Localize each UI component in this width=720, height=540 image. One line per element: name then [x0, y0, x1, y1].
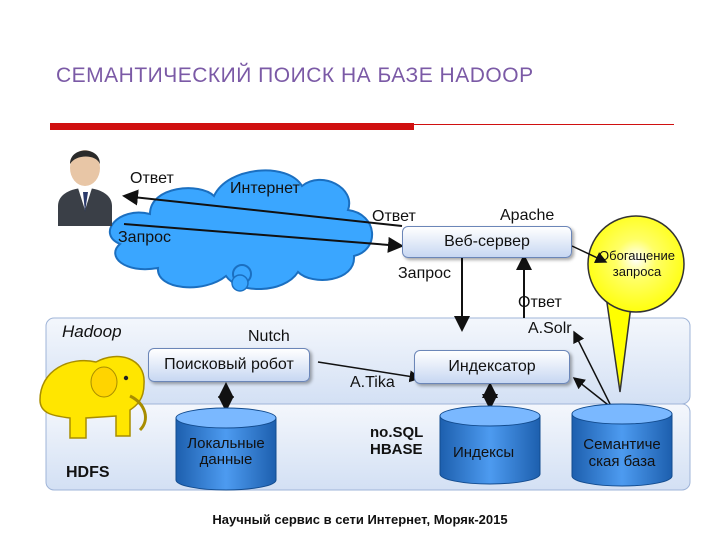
webserver-label: Веб-сервер: [444, 233, 530, 250]
request-arrow: [123, 223, 404, 253]
page-title: СЕМАНТИЧЕСКИЙ ПОИСК НА БАЗЕ HADOOP: [56, 64, 534, 87]
local-data-label: Локальные данные: [187, 435, 265, 468]
internet-label: Интернет: [230, 180, 300, 197]
footer: Научный сервис в сети Интернет, Моряк-20…: [212, 512, 508, 527]
elephant-icon: [39, 355, 147, 439]
crawler-box: Поисковый робот: [148, 348, 310, 382]
solr-label: A.Solr: [528, 320, 572, 337]
user-request-label: Запрос: [118, 229, 172, 246]
enrichment-bubble: [587, 215, 685, 393]
indexes-label: Индексы: [453, 444, 515, 461]
semantic-db-cylinder: [571, 403, 673, 487]
nosql-label: no.SQL HBASE: [370, 424, 424, 458]
indexer-box: Индексатор: [414, 350, 570, 384]
webserver-box: Веб-сервер: [402, 226, 572, 258]
hadoop-label: Hadoop: [62, 322, 122, 341]
crawler-indexer-line: [317, 361, 422, 383]
apache-answer-label: Ответ: [372, 208, 416, 225]
webserver-to-bubble-line: [571, 245, 608, 263]
user-icon: [58, 150, 112, 226]
indexer-label: Индексатор: [448, 358, 536, 375]
apache-request-label: Запрос: [398, 265, 452, 282]
semantic-indexer-line: [572, 377, 613, 409]
semantic-db-label: Семантиче ская база: [583, 436, 661, 470]
user-answer-label: Ответ: [130, 170, 174, 187]
nutch-label: Nutch: [248, 328, 290, 345]
answer-arrow: [122, 189, 403, 227]
semantic-solr-line: [573, 330, 613, 409]
indexes-cylinder: [439, 405, 541, 485]
tika-label: A.Tika: [350, 374, 395, 391]
hdfs-label: HDFS: [66, 464, 110, 481]
title-underline-red: [50, 123, 414, 130]
solr-answer-label: Ответ: [518, 294, 562, 311]
apache-label: Apache: [500, 207, 555, 224]
enrichment-label: Обогащение запроса: [599, 248, 675, 279]
crawler-label: Поисковый робот: [164, 356, 294, 373]
local-data-cylinder: [175, 407, 277, 491]
title-underline-line: [414, 124, 674, 125]
cloud-icon: [108, 169, 373, 292]
